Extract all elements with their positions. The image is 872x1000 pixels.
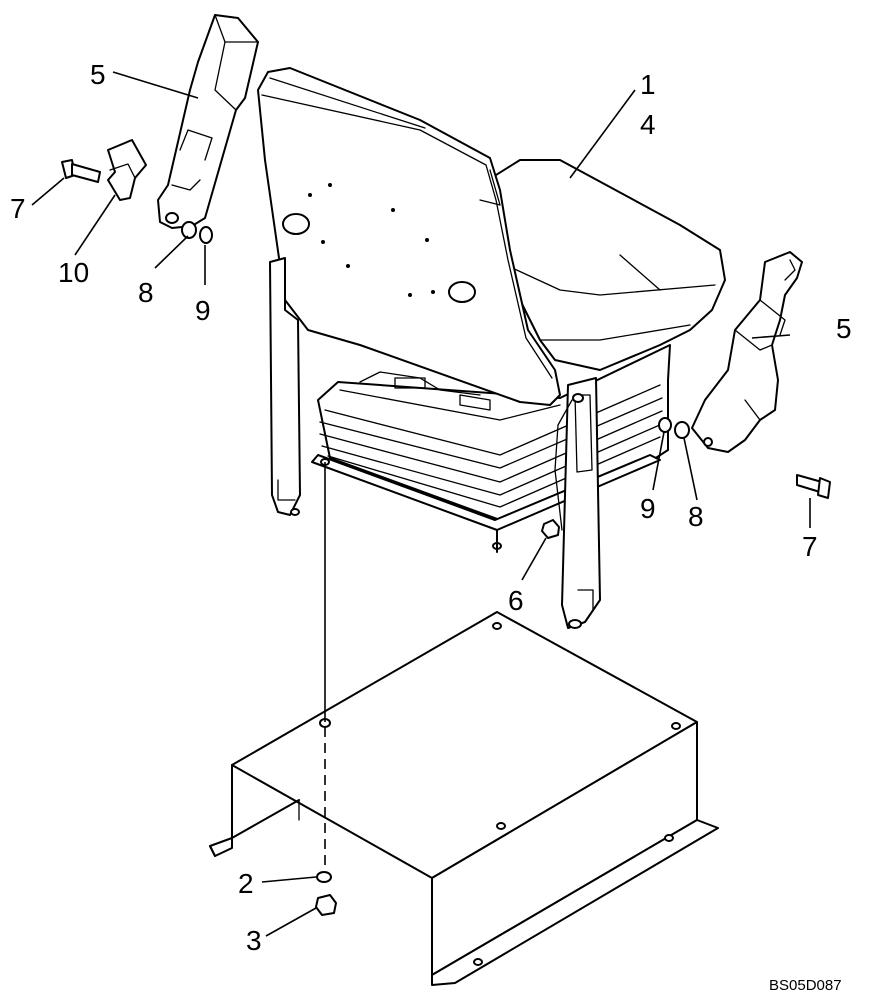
callout-8-left: 8 — [138, 277, 154, 308]
right-bolt — [796, 474, 831, 499]
seat-belt-right — [691, 251, 803, 453]
left-mount-clip — [107, 139, 147, 201]
seat-base-box — [209, 611, 719, 986]
drawing-code: BS05D087 — [769, 977, 842, 994]
bottom-washer — [316, 871, 332, 883]
left-bolt — [61, 159, 101, 183]
callout-9-right: 9 — [640, 493, 656, 524]
seat-cushion — [479, 159, 726, 371]
callout-10: 10 — [58, 257, 89, 288]
callout-6: 6 — [508, 585, 524, 616]
callout-3: 3 — [246, 925, 262, 956]
leader-lines — [31, 71, 811, 937]
left-seat-bracket — [269, 257, 301, 516]
bottom-nut — [315, 894, 337, 916]
right-washers — [658, 417, 690, 439]
callout-7-left: 7 — [10, 193, 26, 224]
right-seat-bracket — [561, 377, 601, 629]
seat-switch-cable — [554, 399, 573, 531]
callout-9-left: 9 — [195, 295, 211, 326]
callout-4: 4 — [640, 109, 656, 140]
left-washers — [181, 221, 213, 244]
seat-nut — [541, 519, 560, 539]
callout-1: 1 — [640, 69, 656, 100]
callouts: 1 4 5 5 7 7 10 8 9 9 8 6 2 3 — [10, 59, 852, 956]
callout-2: 2 — [238, 868, 254, 899]
callout-5-left: 5 — [90, 59, 106, 90]
callout-7-right: 7 — [802, 531, 818, 562]
seat-belt-left — [157, 14, 259, 229]
callout-8-right: 8 — [688, 501, 704, 532]
callout-5-right: 5 — [836, 313, 852, 344]
